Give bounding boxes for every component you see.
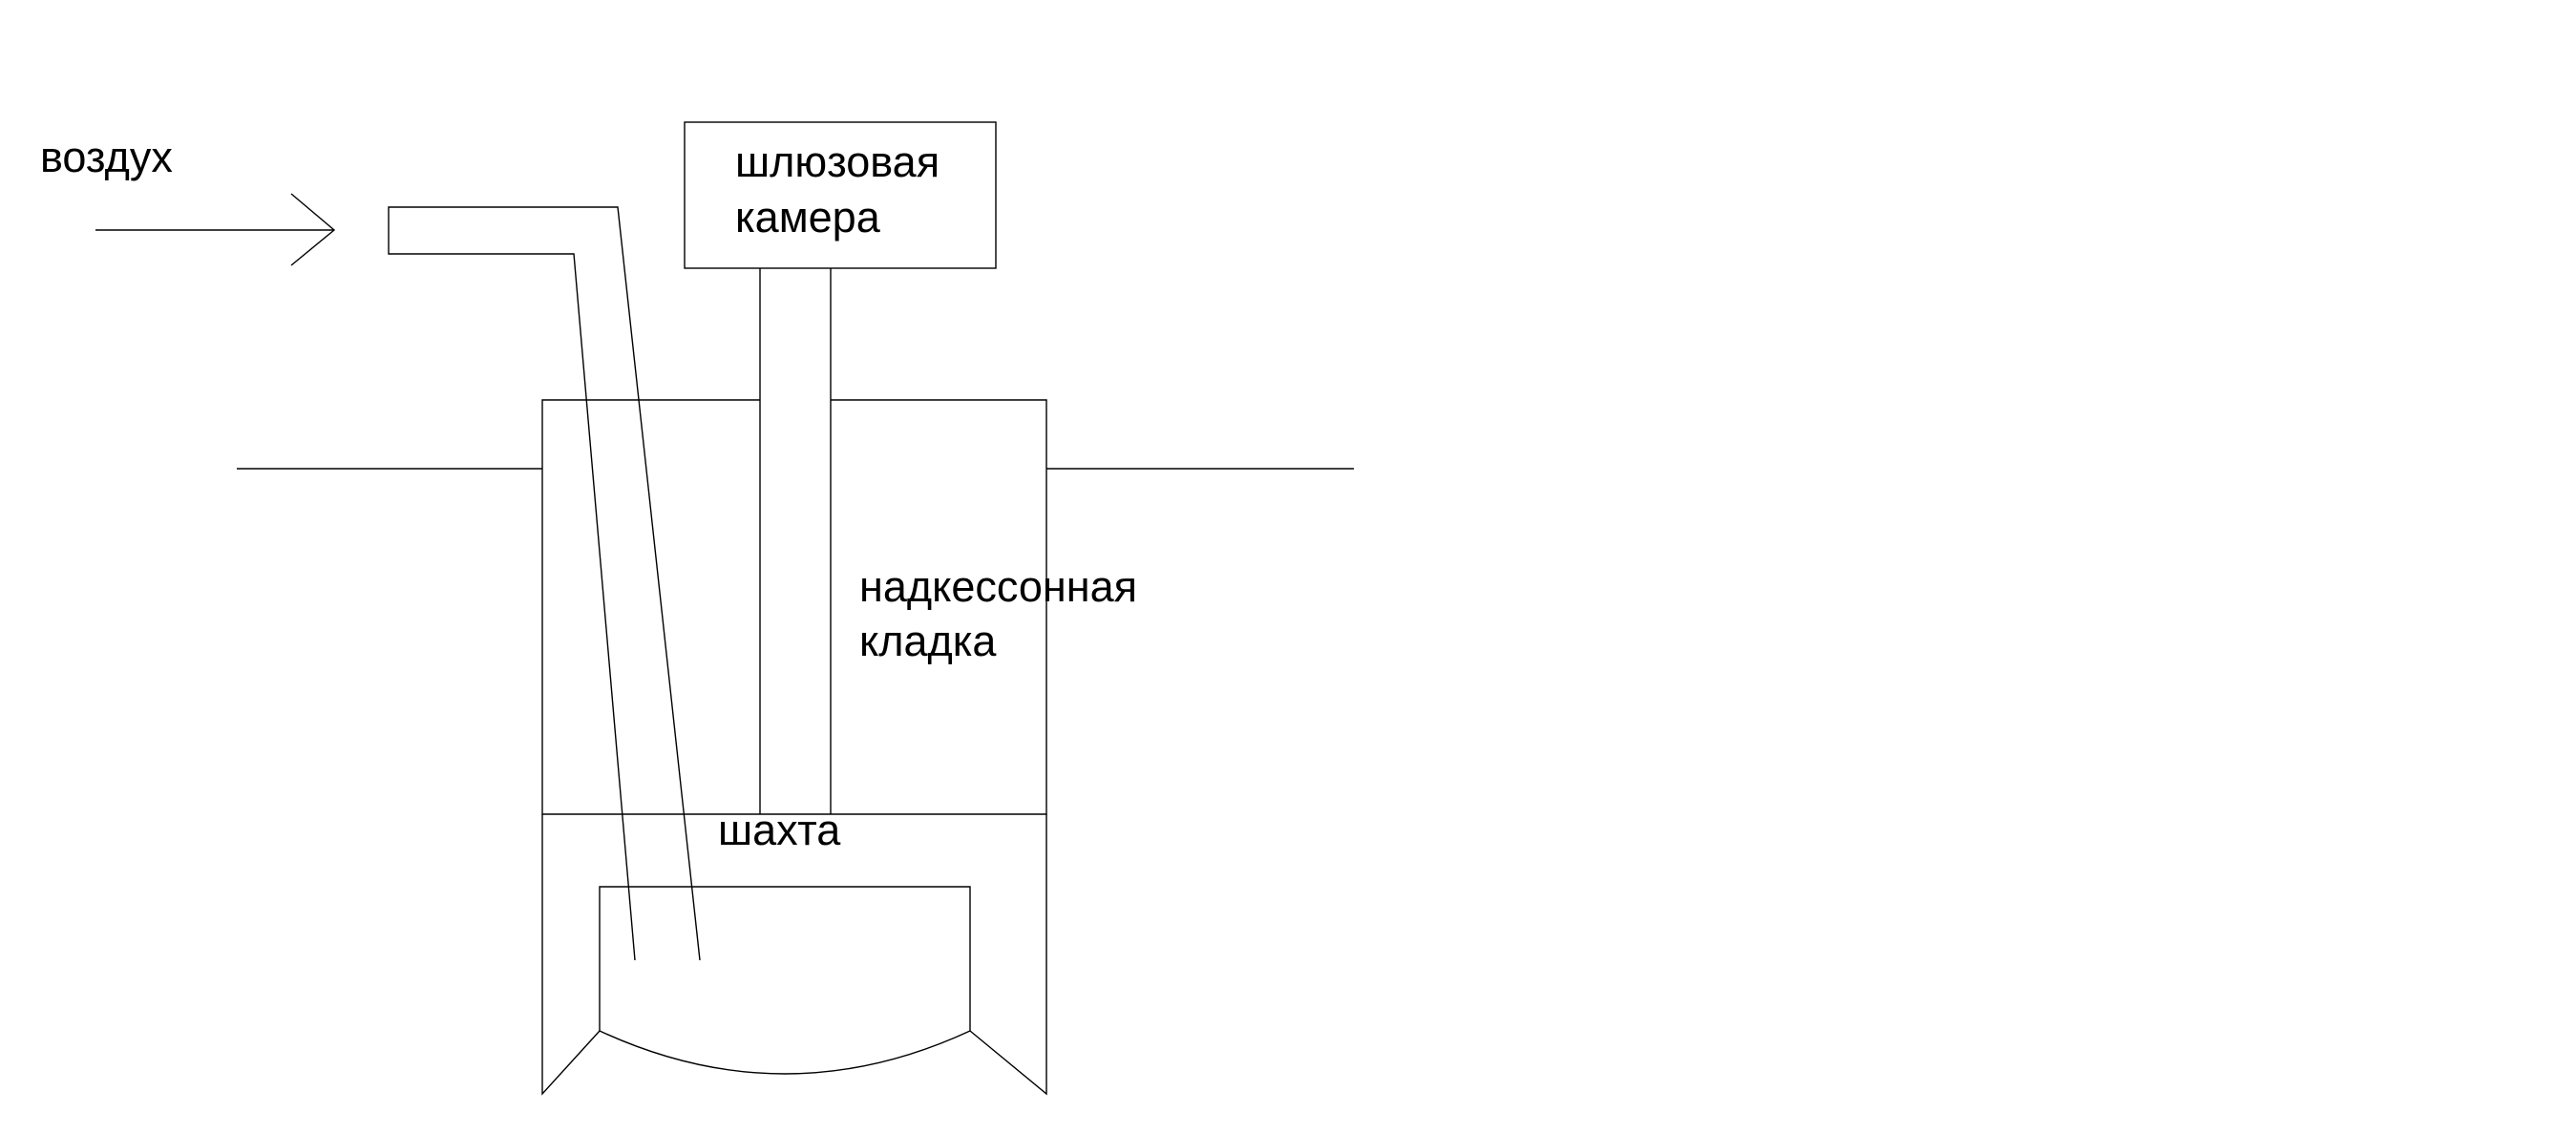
air-arrow-head: [290, 193, 336, 266]
masonry: [541, 399, 1047, 815]
air-pipe-outline: [388, 206, 701, 961]
working-chamber-bottom-arc: [599, 1030, 971, 1075]
working-chamber-top: [599, 886, 971, 1031]
caisson-left-wall: [541, 814, 601, 1096]
masonry-outline: [541, 399, 1047, 815]
air-pipe: [388, 206, 701, 961]
airlock-chamber-box: [684, 121, 997, 269]
caisson-right-wall: [969, 814, 1047, 1096]
masonry-label-line2: кладка: [859, 617, 997, 665]
shaft-label: шахта: [718, 806, 841, 854]
airlock-chamber-label-line2: камера: [735, 193, 881, 241]
air-arrow: [95, 193, 336, 266]
masonry-label-line1: надкессонная: [859, 562, 1137, 611]
caisson-walls: [541, 814, 1047, 1096]
shaft: [759, 268, 832, 814]
working-chamber: [599, 886, 971, 1075]
air-label: воздух: [40, 133, 173, 181]
airlock-chamber-label-line1: шлюзовая: [735, 137, 940, 186]
